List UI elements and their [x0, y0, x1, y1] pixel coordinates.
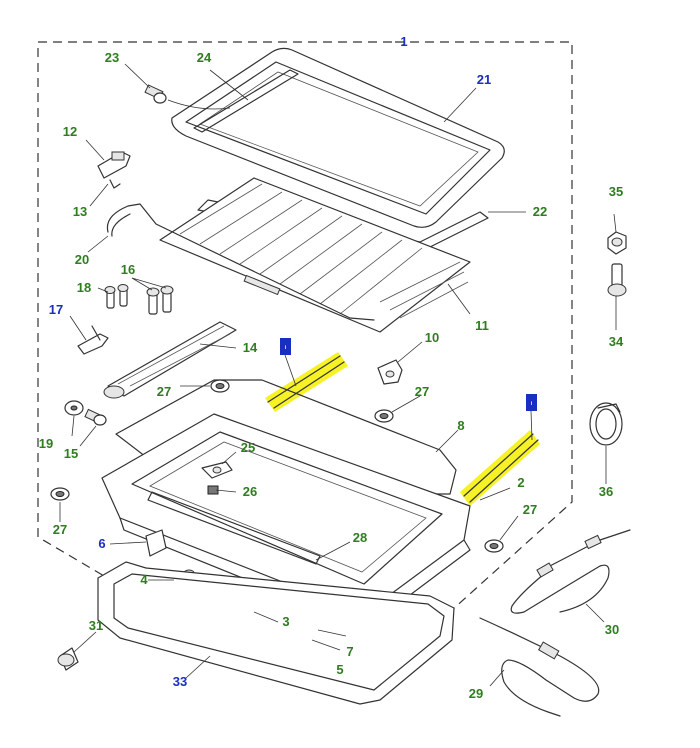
leader-lines: [59, 44, 617, 687]
cable-guide-14[interactable]: [103, 321, 237, 399]
callout-13: 13: [73, 204, 87, 219]
info-tag-right[interactable]: i: [526, 394, 537, 411]
callout-27d: 27: [523, 502, 537, 517]
callout-35: 35: [609, 184, 623, 199]
glass-seal-24[interactable]: [193, 69, 299, 133]
grommet-27c[interactable]: [50, 487, 70, 501]
callout-29: 29: [469, 686, 483, 701]
callout-18: 18: [77, 280, 91, 295]
svg-text:i: i: [531, 401, 533, 407]
trim-frame-33[interactable]: [97, 561, 455, 705]
screw-15[interactable]: [84, 408, 107, 426]
callout-27c: 27: [53, 522, 67, 537]
callout-20: 20: [75, 252, 89, 267]
screws-18[interactable]: [104, 284, 129, 309]
callout-12: 12: [63, 124, 77, 139]
connector-6[interactable]: [145, 529, 167, 557]
drain-hose-30[interactable]: [510, 529, 631, 614]
plug-31[interactable]: [57, 647, 79, 671]
screw-23[interactable]: [144, 84, 167, 104]
callout-4: 4: [140, 572, 148, 587]
cross-bar-28[interactable]: [147, 491, 321, 565]
info-tag-left[interactable]: i: [280, 338, 291, 355]
callout-27a: 27: [157, 384, 171, 399]
callout-15: 15: [64, 446, 78, 461]
deflector-seal-20[interactable]: [106, 203, 375, 321]
callout-21: 21: [477, 72, 491, 87]
clip-13[interactable]: [109, 179, 121, 189]
callout-25: 25: [241, 440, 255, 455]
clip-12[interactable]: [97, 151, 131, 179]
callout-24: 24: [197, 50, 212, 65]
callout-8: 8: [457, 418, 464, 433]
left-rail[interactable]: [267, 355, 345, 409]
callout-10: 10: [425, 330, 439, 345]
drain-hose-29[interactable]: [479, 617, 600, 717]
grommet-27d[interactable]: [484, 539, 504, 553]
hose-clip-36[interactable]: [589, 402, 623, 446]
callout-30: 30: [605, 622, 619, 637]
callout-19: 19: [39, 436, 53, 451]
grommet-27a[interactable]: [210, 379, 230, 393]
callout-6: 6: [98, 536, 105, 551]
callout-23: 23: [105, 50, 119, 65]
bolt-34[interactable]: [607, 263, 627, 297]
callout-7: 7: [346, 644, 353, 659]
washer-19[interactable]: [64, 400, 84, 416]
callout-16: 16: [121, 262, 135, 277]
callout-14: 14: [243, 340, 258, 355]
main-frame-7[interactable]: [101, 413, 471, 629]
grommet-27b[interactable]: [374, 409, 394, 423]
screws-16[interactable]: [146, 285, 174, 315]
right-rail[interactable]: [463, 433, 539, 503]
callout-34: 34: [609, 334, 624, 349]
callout-17: 17: [49, 302, 63, 317]
assembly-boundary: [37, 41, 573, 629]
callout-31: 31: [89, 618, 103, 633]
callout-labels: 1 2 3 4 5 6 7 8 10 11 12 13 14 15 16 17 …: [39, 34, 624, 701]
bracket-17[interactable]: [77, 325, 109, 355]
callout-26: 26: [243, 484, 257, 499]
callout-22: 22: [533, 204, 547, 219]
glass-panel-21[interactable]: [171, 47, 505, 228]
highlight-right-rail: [460, 430, 540, 506]
callout-33: 33: [173, 674, 187, 689]
clip-10[interactable]: [377, 359, 403, 385]
callout-5: 5: [336, 662, 343, 677]
sunblind-11[interactable]: [159, 177, 471, 333]
callout-36: 36: [599, 484, 613, 499]
svg-text:i: i: [285, 345, 287, 351]
callout-11: 11: [475, 318, 489, 333]
callout-27b: 27: [415, 384, 429, 399]
callout-2: 2: [517, 475, 524, 490]
callout-1: 1: [400, 34, 407, 49]
nut-35[interactable]: [607, 231, 627, 255]
callout-28: 28: [353, 530, 367, 545]
bracket-25[interactable]: [201, 461, 233, 479]
highlight-left-rail: [265, 352, 348, 412]
callout-3: 3: [282, 614, 289, 629]
